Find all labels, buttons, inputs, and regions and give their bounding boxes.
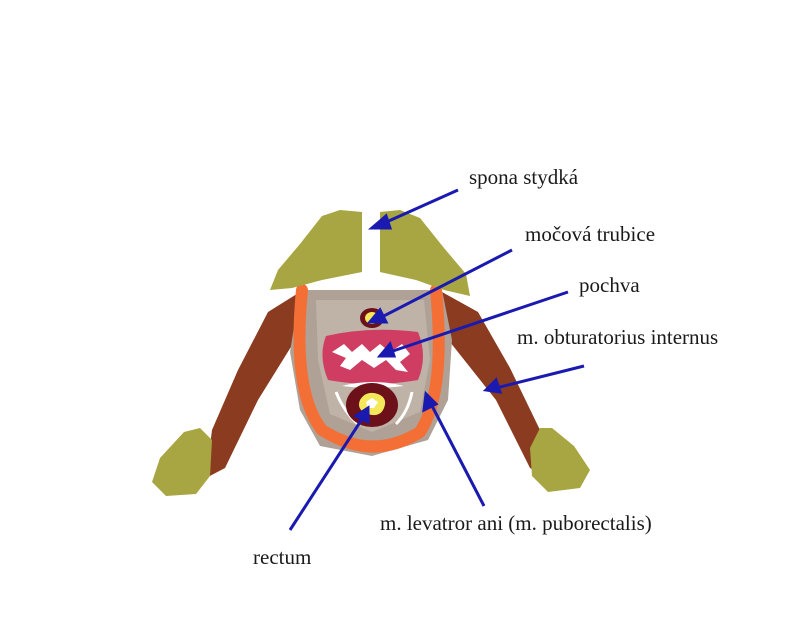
vagina-lumen [332, 344, 410, 372]
label-pubic-symphysis: spona stydká [469, 165, 579, 189]
arrowhead-levator [422, 390, 439, 413]
arrow-obturator [495, 364, 585, 390]
right-ischium [530, 428, 590, 492]
left-obturator-muscle [206, 292, 300, 478]
left-ischium [152, 428, 212, 496]
arrowhead-obturator [482, 377, 503, 394]
label-levator: m. levatror ani (m. puborectalis) [380, 511, 652, 535]
arrowhead-vagina [376, 340, 397, 358]
arrowhead-rectum [353, 405, 370, 425]
left-pubic-bone [270, 210, 362, 290]
label-urethra: močová trubice [525, 222, 655, 246]
arrow-levator [428, 401, 486, 507]
right-slit [394, 391, 414, 426]
rectum-lumen-inner [366, 398, 378, 408]
arrowhead-pubic-symphysis [367, 213, 393, 230]
label-vagina: pochva [579, 273, 640, 297]
label-obturator: m. obturatorius internus [517, 325, 718, 349]
levator-ani-muscle [293, 284, 445, 453]
pointer-arrows [288, 188, 585, 531]
arrow-rectum [288, 415, 366, 531]
right-pubic-bone [380, 210, 470, 296]
arrow-pubic-symphysis [381, 188, 459, 226]
label-rectum: rectum [253, 545, 311, 569]
arrow-vagina [389, 290, 569, 354]
arrow-urethra [379, 248, 513, 320]
arrowhead-urethra [366, 307, 389, 324]
